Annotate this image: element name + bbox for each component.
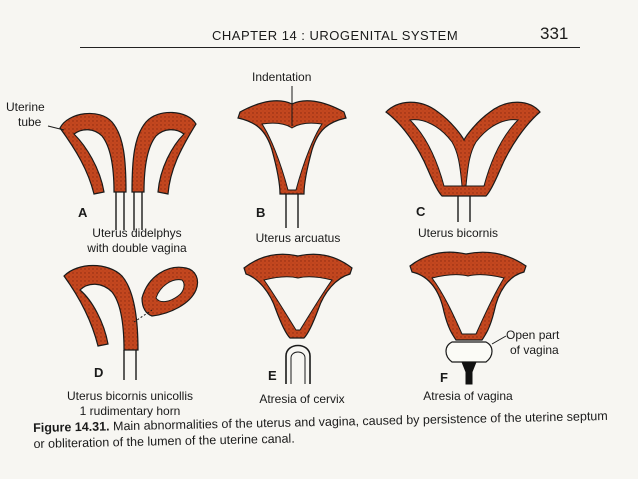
panel-a-title: Uterus didelphys with double vagina: [62, 226, 212, 256]
panel-e-title: Atresia of cervix: [232, 392, 372, 407]
panel-c-title: Uterus bicornis: [388, 226, 528, 241]
panel-f-title-line-1: Atresia of vagina: [423, 389, 513, 403]
panel-a-letter: A: [78, 205, 88, 220]
panel-a-title-line-2: with double vagina: [87, 241, 187, 255]
panel-b-title-line-1: Uterus arcuatus: [255, 231, 341, 245]
open-part-of-vagina-label: Open part of vagina: [506, 328, 559, 358]
panel-e-drawing: [243, 253, 353, 384]
panel-f-drawing: [409, 251, 527, 385]
uterine-tube-label-line-1: Uterine: [6, 100, 45, 114]
panel-c-cavity: [408, 119, 520, 187]
panel-e-letter: E: [268, 368, 277, 383]
panel-a-left-vagina: [115, 192, 125, 230]
panel-d-drawing: [63, 265, 199, 380]
panel-b-title: Uterus arcuatus: [228, 231, 368, 246]
panel-f-open-vagina: [445, 341, 493, 363]
panel-f-letter: F: [440, 370, 448, 385]
panel-f-open-part-pointer: [491, 335, 507, 345]
panel-e-closed-vagina: [285, 344, 311, 384]
panel-a-drawing: [47, 111, 197, 230]
panel-d-title-line-2: 1 rudimentary horn: [79, 404, 181, 418]
panel-f-title: Atresia of vagina: [398, 389, 538, 404]
figure-caption-label: Figure 14.31.: [33, 419, 110, 435]
panel-c-vagina: [457, 196, 471, 222]
panel-c-letter: C: [416, 204, 426, 219]
header-rule: [80, 47, 580, 48]
panel-d-main-horn: [63, 265, 139, 351]
panel-a-right-vagina: [133, 192, 143, 230]
panel-d-title: Uterus bicornis unicollis 1 rudimentary …: [40, 389, 220, 419]
panel-d-vagina: [123, 350, 137, 380]
indentation-label: Indentation: [252, 70, 312, 84]
running-head: CHAPTER 14 : UROGENITAL SYSTEM: [212, 28, 459, 43]
panel-b-cavity: [261, 122, 323, 191]
panel-f-atretic-segment: [461, 361, 477, 385]
panel-c-uterus: [385, 101, 541, 197]
panel-a-tube-pointer: [47, 125, 65, 131]
panel-f-cavity: [431, 274, 505, 335]
open-part-label-line-1: Open part: [506, 328, 560, 342]
uterine-tube-label: Uterine tube: [6, 100, 45, 130]
open-part-label-line-2: of vagina: [510, 343, 559, 357]
panel-b-drawing: [237, 86, 347, 228]
panel-a-left-horn: [59, 112, 127, 195]
panel-e-title-line-1: Atresia of cervix: [259, 392, 345, 406]
panel-c-title-line-1: Uterus bicornis: [417, 226, 499, 240]
panel-e-cavity: [263, 276, 333, 331]
uterine-tube-label-line-2: tube: [18, 115, 42, 129]
panel-b-letter: B: [256, 205, 266, 220]
panel-a-right-horn: [131, 111, 197, 195]
panel-d-letter: D: [94, 365, 104, 380]
panel-b-vagina: [285, 194, 299, 228]
panel-d-title-line-1: Uterus bicornis unicollis: [66, 389, 194, 403]
panel-e-vagina-inner: [290, 351, 306, 384]
page-number: 331: [540, 24, 569, 43]
panel-d-rudimentary-cavity: [155, 279, 185, 303]
panel-c-drawing: [385, 101, 541, 222]
panel-a-title-line-1: Uterus didelphys: [92, 226, 182, 240]
